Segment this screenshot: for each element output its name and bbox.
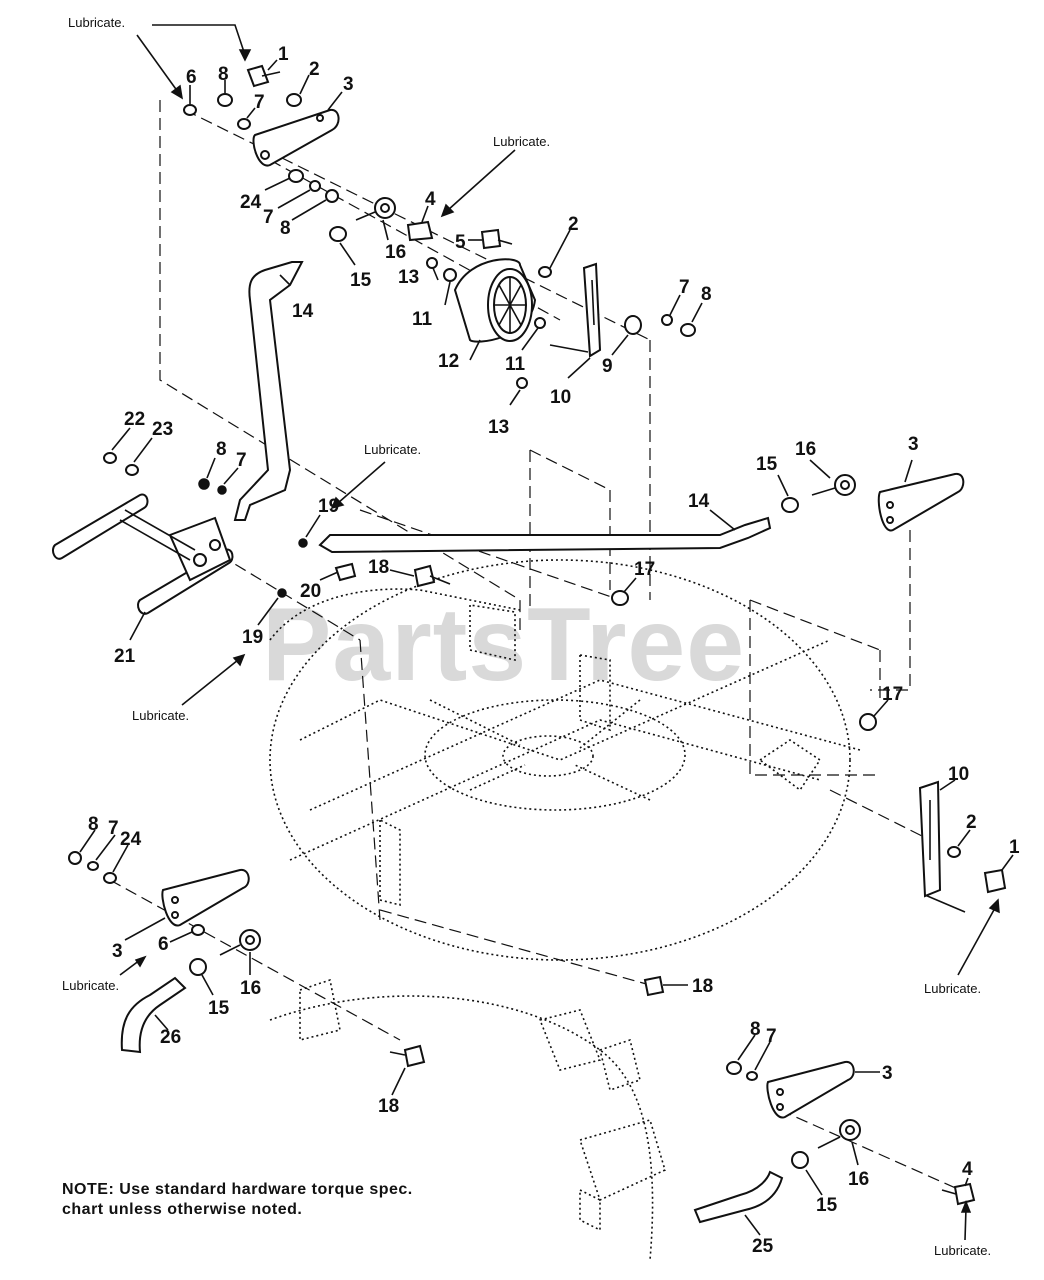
pulley-12 [453,258,537,343]
callout: 3 [908,434,919,455]
callout: 7 [236,450,247,471]
callout: 7 [263,207,274,228]
bracket-10-top [582,262,602,358]
callout: 14 [292,301,314,322]
callout: 24 [120,829,142,850]
callout: 7 [254,92,265,113]
callout: 16 [795,439,816,460]
callout: 5 [455,232,466,253]
callout: 6 [186,67,197,88]
lubricate-label-2: Lubricate. [493,134,550,149]
hardware-top [183,64,696,389]
callout: 22 [124,409,145,430]
callout: 6 [158,934,169,955]
callout: 3 [882,1063,893,1084]
lubricate-label-6: Lubricate. [924,981,981,996]
lubricate-label-5: Lubricate. [62,978,119,993]
callout: 2 [966,812,977,833]
callout: 7 [108,818,119,839]
leader-lines [79,59,1014,1236]
callout: 8 [216,439,227,460]
callout: 23 [152,419,173,440]
bracket-3-right [877,472,965,532]
torque-note: NOTE: Use standard hardware torque spec.… [62,1181,413,1218]
watermark: PartsTree [262,587,745,703]
callout: 15 [350,270,372,291]
hose-25 [693,1170,784,1224]
callout: 17 [634,559,655,580]
lubricate-arrows [119,24,1000,1241]
callout: 8 [750,1019,761,1040]
callout: 13 [398,267,419,288]
callout: 4 [425,189,436,210]
lubricate-labels: Lubricate. Lubricate. Lubricate. Lubrica… [62,15,991,1258]
hose-26 [120,976,187,1054]
callout: 12 [438,351,459,372]
callout: 21 [114,646,136,667]
callout: 26 [160,1027,181,1048]
callout: 3 [112,941,123,962]
rod-14-left [233,261,304,521]
callout: 8 [280,218,291,239]
callout: 2 [309,59,320,80]
callout: 2 [568,214,579,235]
rod-14-right [318,516,772,554]
bracket-3-lower-right [766,1060,855,1119]
callout: 15 [756,454,778,475]
lubricate-label-4: Lubricate. [132,708,189,723]
callout: 16 [848,1169,869,1190]
lower-deck-section [269,978,666,1261]
callout: 1 [278,44,289,65]
callout: 10 [948,764,969,785]
callout: 9 [602,356,613,377]
bracket-3-top [252,108,340,167]
callout: 7 [679,277,690,298]
lubricate-label-1: Lubricate. [68,15,125,30]
callout: 11 [505,354,526,375]
callout: 8 [218,64,229,85]
callout: 14 [688,491,710,512]
lubricate-label-7: Lubricate. [934,1243,991,1258]
callout: 15 [208,998,230,1019]
callout: 11 [412,309,433,330]
callout: 7 [766,1026,777,1047]
callout-numbers: 1 2 3 6 8 7 24 7 8 16 15 4 5 2 13 11 12 … [88,44,1020,1257]
mower-deck [269,559,861,961]
callout: 20 [300,581,321,602]
callout: 18 [368,557,389,578]
callout: 13 [488,417,509,438]
callout: 4 [962,1159,973,1180]
callout: 17 [882,684,903,705]
callout: 8 [88,814,99,835]
bracket-3-lower-left [161,868,250,927]
callout: 1 [1009,837,1020,858]
callout: 25 [752,1236,774,1257]
callout: 18 [692,976,713,997]
callout: 19 [318,496,339,517]
callout: 3 [343,74,354,95]
callout: 8 [701,284,712,305]
callout: 10 [550,387,571,408]
callout: 19 [242,627,263,648]
callout: 16 [385,242,406,263]
callout: 18 [378,1096,399,1117]
lift-assembly-21 [52,493,234,615]
lubricate-label-3: Lubricate. [364,442,421,457]
callout: 15 [816,1195,838,1216]
callout: 24 [240,192,262,213]
callout: 16 [240,978,261,999]
